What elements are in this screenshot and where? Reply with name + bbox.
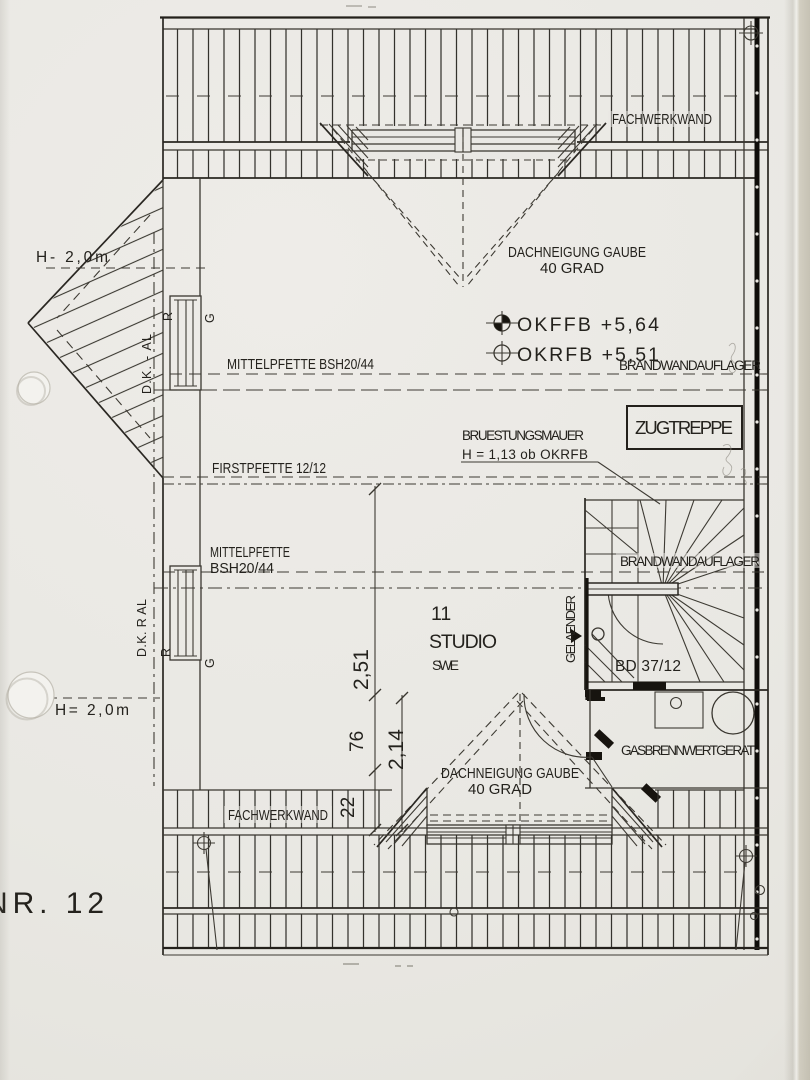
dim-251: 2,51 — [350, 649, 373, 690]
mittelpfette-mid-label-1: MITTELPFETTE — [210, 545, 290, 561]
window-g-bottom-label: G — [203, 658, 217, 668]
top-dormer — [319, 122, 607, 287]
fachwerkwand-bottom-label: FACHWERKWAND — [228, 808, 328, 824]
top-dormer-pitch-label-2: 40 GRAD — [540, 261, 604, 277]
stair-post — [591, 627, 605, 641]
dk-bottom-label: D.K. R AL — [135, 599, 149, 657]
bottom-wall-band — [163, 789, 768, 956]
punch-hole — [7, 671, 55, 719]
window-r-top-label: R — [161, 312, 175, 321]
top-wall-band — [160, 16, 770, 180]
okrfb-level-label: OKRFB +5,51 — [517, 344, 659, 366]
gelaender-arrow-icon — [571, 629, 582, 643]
boiler — [711, 691, 755, 735]
door-jamb — [593, 729, 615, 749]
window-upper — [169, 295, 202, 391]
dk-top-label: D.K. - AL — [140, 334, 154, 394]
benchmark-icon — [735, 845, 757, 951]
bd-beam-label: BD 37/12 — [615, 658, 681, 675]
dim-22: 22 — [338, 797, 359, 818]
gelaender-label: GELAENDER — [563, 595, 578, 663]
bruestungsmauer-label-1: BRUESTUNGSMAUER — [462, 428, 584, 443]
dim-214: 2,14 — [385, 729, 408, 770]
mittelpfette-mid-label-2: BSH20/44 — [210, 561, 274, 577]
gable-hatch — [30, 182, 163, 476]
sheet-number-note: NR. 12 — [0, 887, 104, 920]
purlin-reference-lines — [46, 232, 768, 786]
punch-holes — [5, 371, 55, 721]
window-r-bottom-label: R — [159, 648, 173, 657]
zugtreppe-box — [626, 405, 743, 450]
gas-boiler-label: GASBRENNWERTGERAT — [621, 743, 755, 758]
window-lower — [169, 565, 202, 661]
dimension-lines — [368, 482, 409, 837]
pencil-scribbles — [722, 342, 747, 486]
mittelpfette-top-label: MITTELPFETTE BSH20/44 — [227, 357, 374, 373]
room-number: 11 — [431, 603, 451, 625]
left-gable — [27, 179, 202, 661]
leader-lines — [461, 461, 661, 505]
punch-hole — [17, 371, 51, 405]
labels: FACHWERKWAND DACHNEIGUNG GAUBE 40 GRAD O… — [0, 111, 761, 920]
bottom-dormer-pitch-label-2: 40 GRAD — [468, 782, 532, 798]
sink — [654, 691, 704, 729]
height-bottom-label: H= 2,0m — [55, 702, 129, 719]
top-dormer-pitch-label-1: DACHNEIGUNG GAUBE — [508, 245, 646, 261]
okffb-level-label: OKFFB +5,64 — [517, 314, 659, 336]
gas-room — [585, 682, 768, 789]
okrfb-level-icon — [486, 341, 520, 365]
brandwandauflager-top-label: BRANDWANDAUFLAGER — [619, 358, 761, 373]
bruestungsmauer-label-2: H = 1,13 ob OKRFB — [462, 447, 588, 462]
benchmark-icon — [193, 832, 218, 951]
bottom-dormer-pitch-label-1: DACHNEIGUNG GAUBE — [441, 766, 579, 782]
dim-76: 76 — [347, 731, 368, 752]
survey-marks — [193, 5, 766, 967]
door-swing-arc — [523, 693, 593, 758]
height-top-label: H- 2,0m — [36, 249, 108, 266]
brandwandauflager-stair-label: BRANDWANDAUFLAGER — [620, 554, 760, 569]
zugtreppe-label: ZUGTREPPE — [635, 417, 733, 438]
window-g-top-label: G — [203, 313, 217, 323]
benchmark-icon — [739, 21, 763, 45]
room-type-code: SWE — [432, 657, 459, 673]
level-markers — [486, 311, 520, 365]
fachwerkwand-top-label: FACHWERKWAND — [612, 112, 712, 128]
firstpfette-label: FIRSTPFETTE 12/12 — [212, 461, 326, 477]
okffb-level-icon — [486, 311, 520, 335]
sink-drain — [669, 696, 683, 710]
room-name: STUDIO — [429, 631, 497, 653]
